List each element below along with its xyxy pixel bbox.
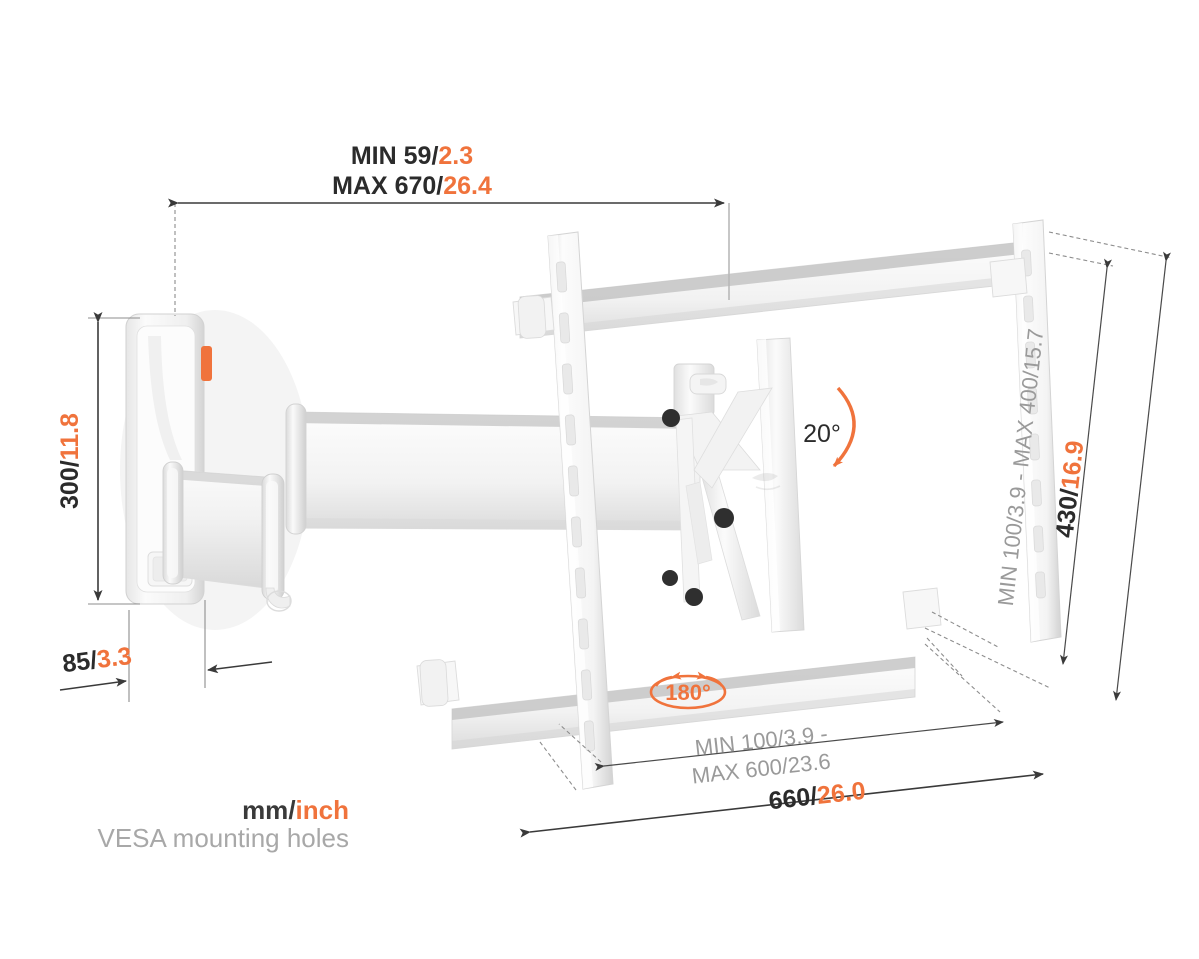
inner-arm-segment: [162, 461, 292, 612]
dim-label-bracket-height: 430/16.9: [1051, 439, 1090, 539]
top-horizontal-bar: [519, 239, 1041, 339]
ext-line-vesa-h-right: [926, 637, 963, 677]
dimension-bracket-height: [924, 231, 1173, 701]
ext-line-430-top: [1048, 231, 1173, 259]
pivot-bolt: [662, 570, 678, 586]
ext-line-660-left: [539, 741, 577, 791]
ext-line-vesa-h-left: [558, 723, 602, 763]
swivel-angle-label: 180°: [665, 680, 711, 705]
tilt-angle-label: 20°: [803, 420, 841, 448]
dim-line-85-a: [59, 677, 127, 691]
legend-units: mm/inch: [242, 795, 349, 825]
vesa-rail-left: [416, 231, 614, 790]
vesa-rail-right: [902, 219, 1062, 643]
ext-line-660-right: [924, 643, 1001, 713]
outer-arm-segment: [285, 403, 701, 535]
brand-watermark: [752, 472, 781, 491]
pivot-bolt: [685, 588, 703, 606]
dim-label-wall-plate-depth: 85/3.3: [61, 642, 133, 678]
legend-vesa-note: VESA mounting holes: [98, 823, 350, 853]
dimension-vesa-horizontal: [558, 637, 1004, 771]
ext-line-vesa-v-bottom: [931, 611, 1001, 649]
dimension-bracket-width: [519, 643, 1044, 838]
pivot-bolt: [662, 409, 680, 427]
curved-arrow-down-icon: [832, 386, 856, 468]
swivel-ellipse: [649, 674, 727, 710]
dimension-wall-plate-height: [88, 312, 140, 605]
swivel-angle-indicator: [649, 671, 727, 710]
dim-label-depth-min: MIN 59/2.3: [351, 142, 473, 170]
dimension-wall-plate-depth: [59, 600, 273, 702]
tilt-angle-indicator: [832, 386, 856, 468]
bottom-horizontal-bar: [451, 656, 916, 750]
product-illustration: [120, 219, 1062, 790]
dim-line-vesa-h: [594, 719, 1004, 771]
dim-label-wall-plate-height: 300/11.8: [56, 413, 84, 509]
pivot-bolt: [714, 508, 734, 528]
double-curved-arrow-icon-right: [696, 671, 724, 687]
tilt-strut-assembly: [662, 337, 805, 633]
ext-line-430-bottom: [924, 627, 1051, 689]
dimension-depth: [168, 198, 730, 316]
dim-line-660: [519, 770, 1044, 838]
dim-line-85-b: [207, 661, 273, 674]
dimension-vesa-vertical: [931, 252, 1114, 665]
orange-release-tab-icon: [201, 346, 212, 381]
ext-line-vesa-v-top: [1048, 252, 1114, 267]
double-curved-arrow-icon: [654, 671, 682, 687]
dim-line-430: [1113, 251, 1171, 701]
dim-line-vesa-v: [1060, 258, 1112, 665]
dim-label-bracket-width: 660/26.0: [767, 777, 867, 816]
dim-label-depth-max: MAX 670/26.4: [332, 172, 492, 200]
